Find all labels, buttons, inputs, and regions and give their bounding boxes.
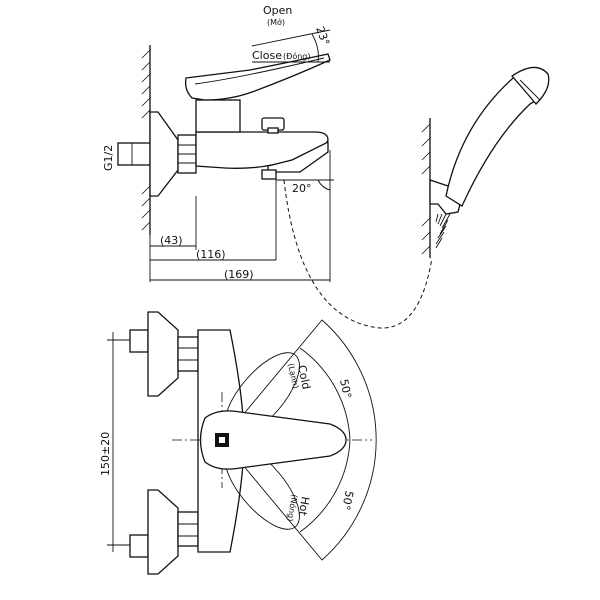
open-vn-label: (Mở) bbox=[267, 17, 285, 27]
front-lever bbox=[199, 410, 347, 470]
handle-angle: 23° bbox=[313, 25, 332, 48]
aerator bbox=[261, 169, 277, 180]
hot-label: Hot bbox=[296, 495, 312, 517]
lever-handle bbox=[184, 53, 331, 101]
front-view: 150±20 50° 50° Cold (Lạnh) bbox=[99, 311, 377, 575]
hose-path bbox=[283, 179, 433, 329]
hot-angle: 50° bbox=[339, 489, 356, 511]
flange bbox=[149, 111, 179, 197]
dim-169: (169) bbox=[224, 268, 254, 281]
close-vn-label: (Đóng) bbox=[283, 51, 310, 61]
hose-spring bbox=[435, 213, 451, 249]
close-label: Close bbox=[252, 49, 282, 62]
top-nut bbox=[177, 336, 199, 372]
top-flange bbox=[147, 311, 179, 397]
spout-angle: 20° bbox=[292, 182, 312, 195]
rotation-sector bbox=[221, 319, 377, 561]
cold-label: Cold bbox=[295, 364, 313, 391]
bottom-inlet-pipe bbox=[129, 534, 149, 558]
wall-hatching bbox=[141, 49, 151, 231]
shower-head bbox=[511, 66, 550, 105]
shower-wall-hatching bbox=[421, 123, 431, 255]
inlet-pipe bbox=[117, 142, 151, 166]
dim-43: (43) bbox=[160, 234, 183, 247]
bottom-nut bbox=[177, 511, 199, 547]
hand-shower bbox=[283, 66, 550, 329]
open-label: Open bbox=[263, 4, 292, 17]
spout bbox=[267, 140, 329, 173]
thread-label: G1/2 bbox=[102, 145, 115, 171]
dim-height: 150±20 bbox=[99, 432, 112, 476]
diverter-stem bbox=[267, 127, 279, 134]
side-view: G1/2 Open (Mở) Close (Đóng) 23° bbox=[102, 4, 334, 282]
cold-angle: 50° bbox=[337, 378, 354, 400]
dim-116: (116) bbox=[196, 248, 226, 261]
hot-vn-label: (Nóng) bbox=[285, 494, 300, 523]
cartridge-column bbox=[195, 99, 241, 133]
bottom-flange bbox=[147, 489, 179, 575]
top-inlet-pipe bbox=[129, 329, 149, 353]
